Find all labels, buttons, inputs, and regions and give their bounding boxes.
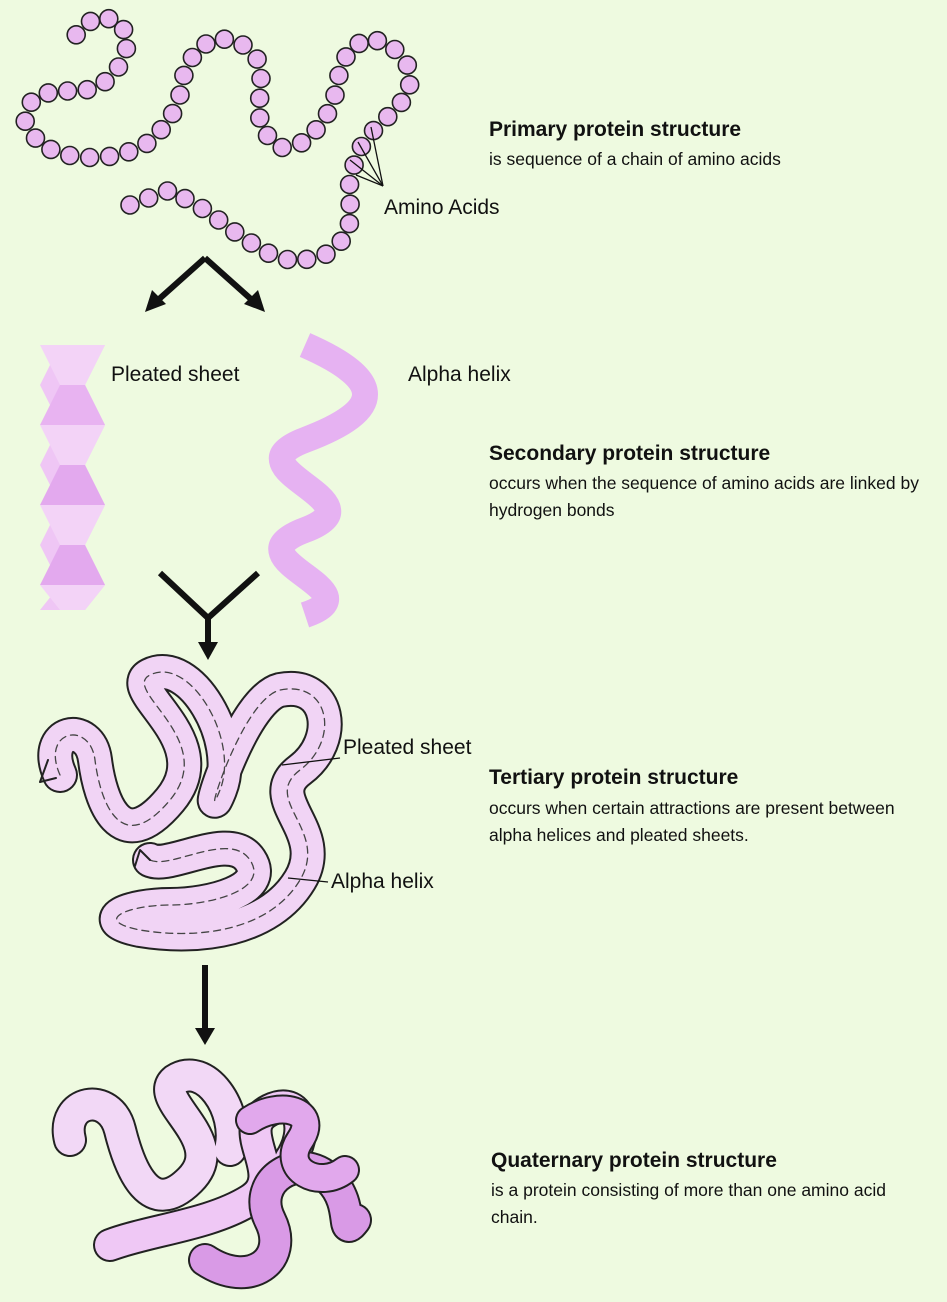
amino-acid-bead xyxy=(175,66,193,84)
amino-acid-bead xyxy=(78,81,96,99)
alpha-helix-shape xyxy=(281,345,365,615)
amino-acid-chain xyxy=(16,10,419,269)
amino-acid-bead xyxy=(183,49,201,67)
amino-acid-bead xyxy=(117,40,135,58)
amino-acid-bead xyxy=(341,195,359,213)
amino-acid-bead xyxy=(159,182,177,200)
amino-acid-bead xyxy=(164,105,182,123)
amino-acid-bead xyxy=(234,36,252,54)
amino-acid-bead xyxy=(152,121,170,139)
amino-acid-bead xyxy=(242,234,260,252)
amino-acid-bead xyxy=(100,10,118,28)
amino-acid-bead xyxy=(330,67,348,85)
amino-acid-bead xyxy=(140,189,158,207)
pleated-sheet-shape xyxy=(40,345,105,610)
amino-acid-bead xyxy=(340,215,358,233)
amino-acid-bead xyxy=(337,48,355,66)
tertiary-structure-description: occurs when certain attractions are pres… xyxy=(489,795,941,849)
amino-acid-bead xyxy=(22,93,40,111)
amino-acid-bead xyxy=(401,76,419,94)
amino-acid-bead xyxy=(193,200,211,218)
amino-acid-bead xyxy=(96,73,114,91)
tertiary-structure-title: Tertiary protein structure xyxy=(489,766,738,790)
quaternary-structure-title: Quaternary protein structure xyxy=(491,1149,777,1173)
primary-structure-title: Primary protein structure xyxy=(489,118,741,142)
amino-acid-bead xyxy=(319,105,337,123)
amino-acid-bead xyxy=(345,156,363,174)
quaternary-structure-description: is a protein consisting of more than one… xyxy=(491,1177,911,1231)
amino-acid-bead xyxy=(298,250,316,268)
amino-acid-bead xyxy=(121,196,139,214)
amino-acid-bead xyxy=(82,12,100,30)
amino-acid-bead xyxy=(273,139,291,157)
amino-acid-bead xyxy=(259,127,277,145)
amino-acid-bead xyxy=(352,138,370,156)
tertiary-alpha-helix-label: Alpha helix xyxy=(331,870,434,894)
amino-acid-bead xyxy=(379,108,397,126)
amino-acid-bead xyxy=(61,147,79,165)
amino-acid-bead xyxy=(279,251,297,269)
amino-acid-bead xyxy=(248,50,266,68)
amino-acid-bead xyxy=(307,121,325,139)
alpha-helix-label: Alpha helix xyxy=(408,363,511,387)
amino-acid-bead xyxy=(332,232,350,250)
pleated-sheet-label: Pleated sheet xyxy=(111,363,239,387)
amino-acid-bead xyxy=(350,34,368,52)
amino-acid-bead xyxy=(101,147,119,165)
amino-acid-bead xyxy=(110,58,128,76)
amino-acid-bead xyxy=(252,70,270,88)
amino-acid-bead xyxy=(171,86,189,104)
amino-acid-bead xyxy=(120,143,138,161)
tertiary-structure-shape xyxy=(40,672,325,933)
amino-acid-bead xyxy=(42,140,60,158)
amino-acid-bead xyxy=(251,109,269,127)
amino-acid-bead xyxy=(16,112,34,130)
amino-acid-bead xyxy=(251,89,269,107)
amino-acid-bead xyxy=(197,35,215,53)
merge-arrow-secondary-to-tertiary xyxy=(160,573,258,660)
quaternary-structure-shape xyxy=(69,1075,355,1272)
amino-acid-bead xyxy=(59,82,77,100)
amino-acid-bead xyxy=(326,86,344,104)
amino-acid-bead xyxy=(176,190,194,208)
amino-acid-bead xyxy=(260,244,278,262)
amino-acid-bead xyxy=(398,56,416,74)
amino-acid-bead xyxy=(39,84,57,102)
branch-arrow-primary-to-secondary xyxy=(145,258,265,312)
arrow-tertiary-to-quaternary xyxy=(195,965,215,1045)
amino-acids-label: Amino Acids xyxy=(384,196,500,220)
primary-structure-description: is sequence of a chain of amino acids xyxy=(489,146,939,173)
amino-acid-bead xyxy=(27,129,45,147)
tertiary-pleated-sheet-label: Pleated sheet xyxy=(343,736,471,760)
amino-acid-bead xyxy=(386,41,404,59)
amino-acid-bead xyxy=(317,245,335,263)
amino-acid-bead xyxy=(368,32,386,50)
secondary-structure-description: occurs when the sequence of amino acids … xyxy=(489,470,929,524)
amino-acid-bead xyxy=(215,30,233,48)
amino-acid-bead xyxy=(138,134,156,152)
amino-acid-bead xyxy=(226,223,244,241)
amino-acid-bead xyxy=(81,149,99,167)
amino-acid-bead xyxy=(392,93,410,111)
amino-acid-bead xyxy=(210,211,228,229)
amino-acid-bead xyxy=(293,134,311,152)
amino-acid-bead xyxy=(67,26,85,44)
secondary-structure-title: Secondary protein structure xyxy=(489,442,770,466)
amino-acid-bead xyxy=(341,176,359,194)
